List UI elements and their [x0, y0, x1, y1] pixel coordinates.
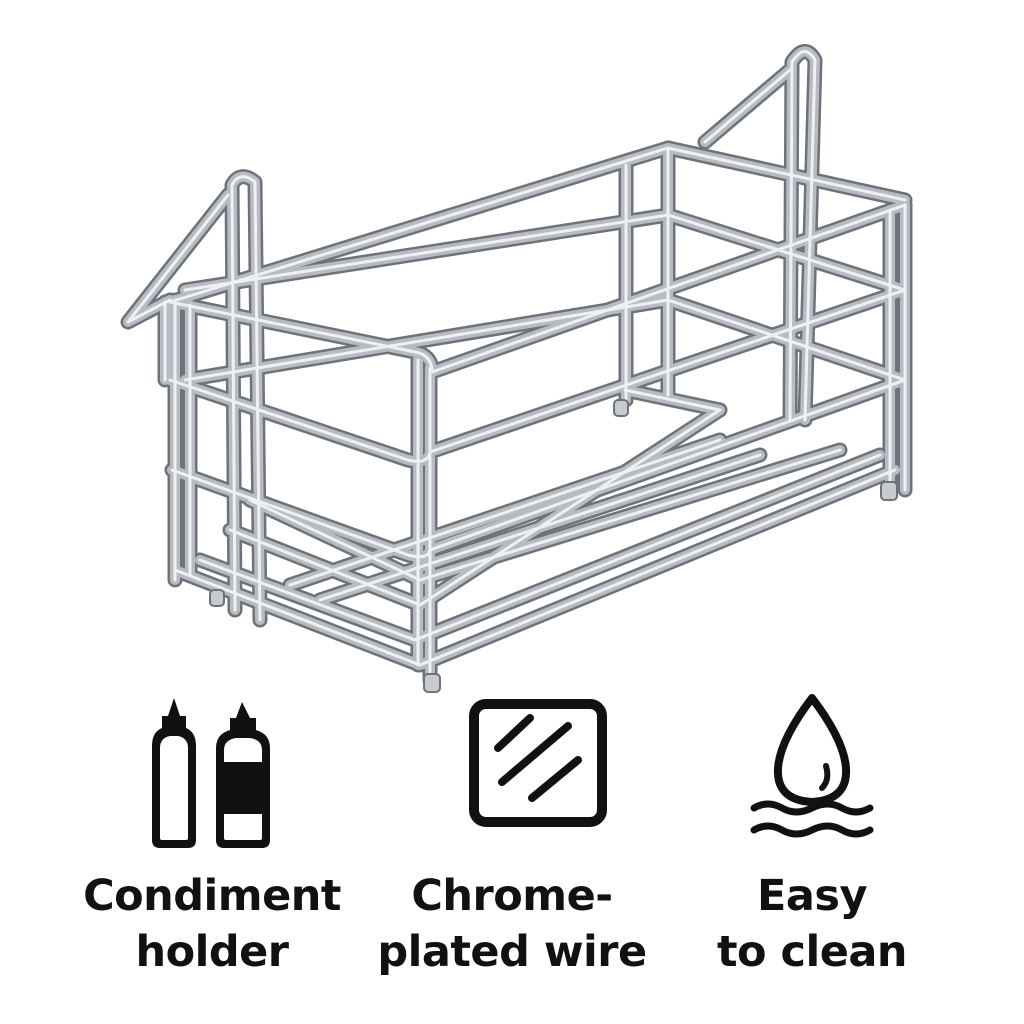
feature-label-easy-to-clean: Easy to clean	[716, 871, 908, 977]
feature-label-chrome-plated-wire: Chrome- plated wire	[377, 871, 647, 977]
feature-label-condiment-holder: Condiment holder	[83, 871, 341, 977]
condiment-bottles-icon	[62, 690, 362, 850]
feature-chrome-plated-wire: Chrome- plated wire	[362, 690, 662, 1024]
feature-easy-to-clean: Easy to clean	[662, 690, 962, 1024]
water-drop-icon	[662, 690, 962, 850]
feature-row: Condiment holder Chrome- plated wire Eas…	[0, 690, 1024, 1024]
product-image	[0, 0, 1024, 693]
chrome-plated-wire-icon	[362, 690, 662, 850]
wire-basket-illustration	[0, 0, 1024, 693]
feature-condiment-holder: Condiment holder	[62, 690, 362, 1024]
